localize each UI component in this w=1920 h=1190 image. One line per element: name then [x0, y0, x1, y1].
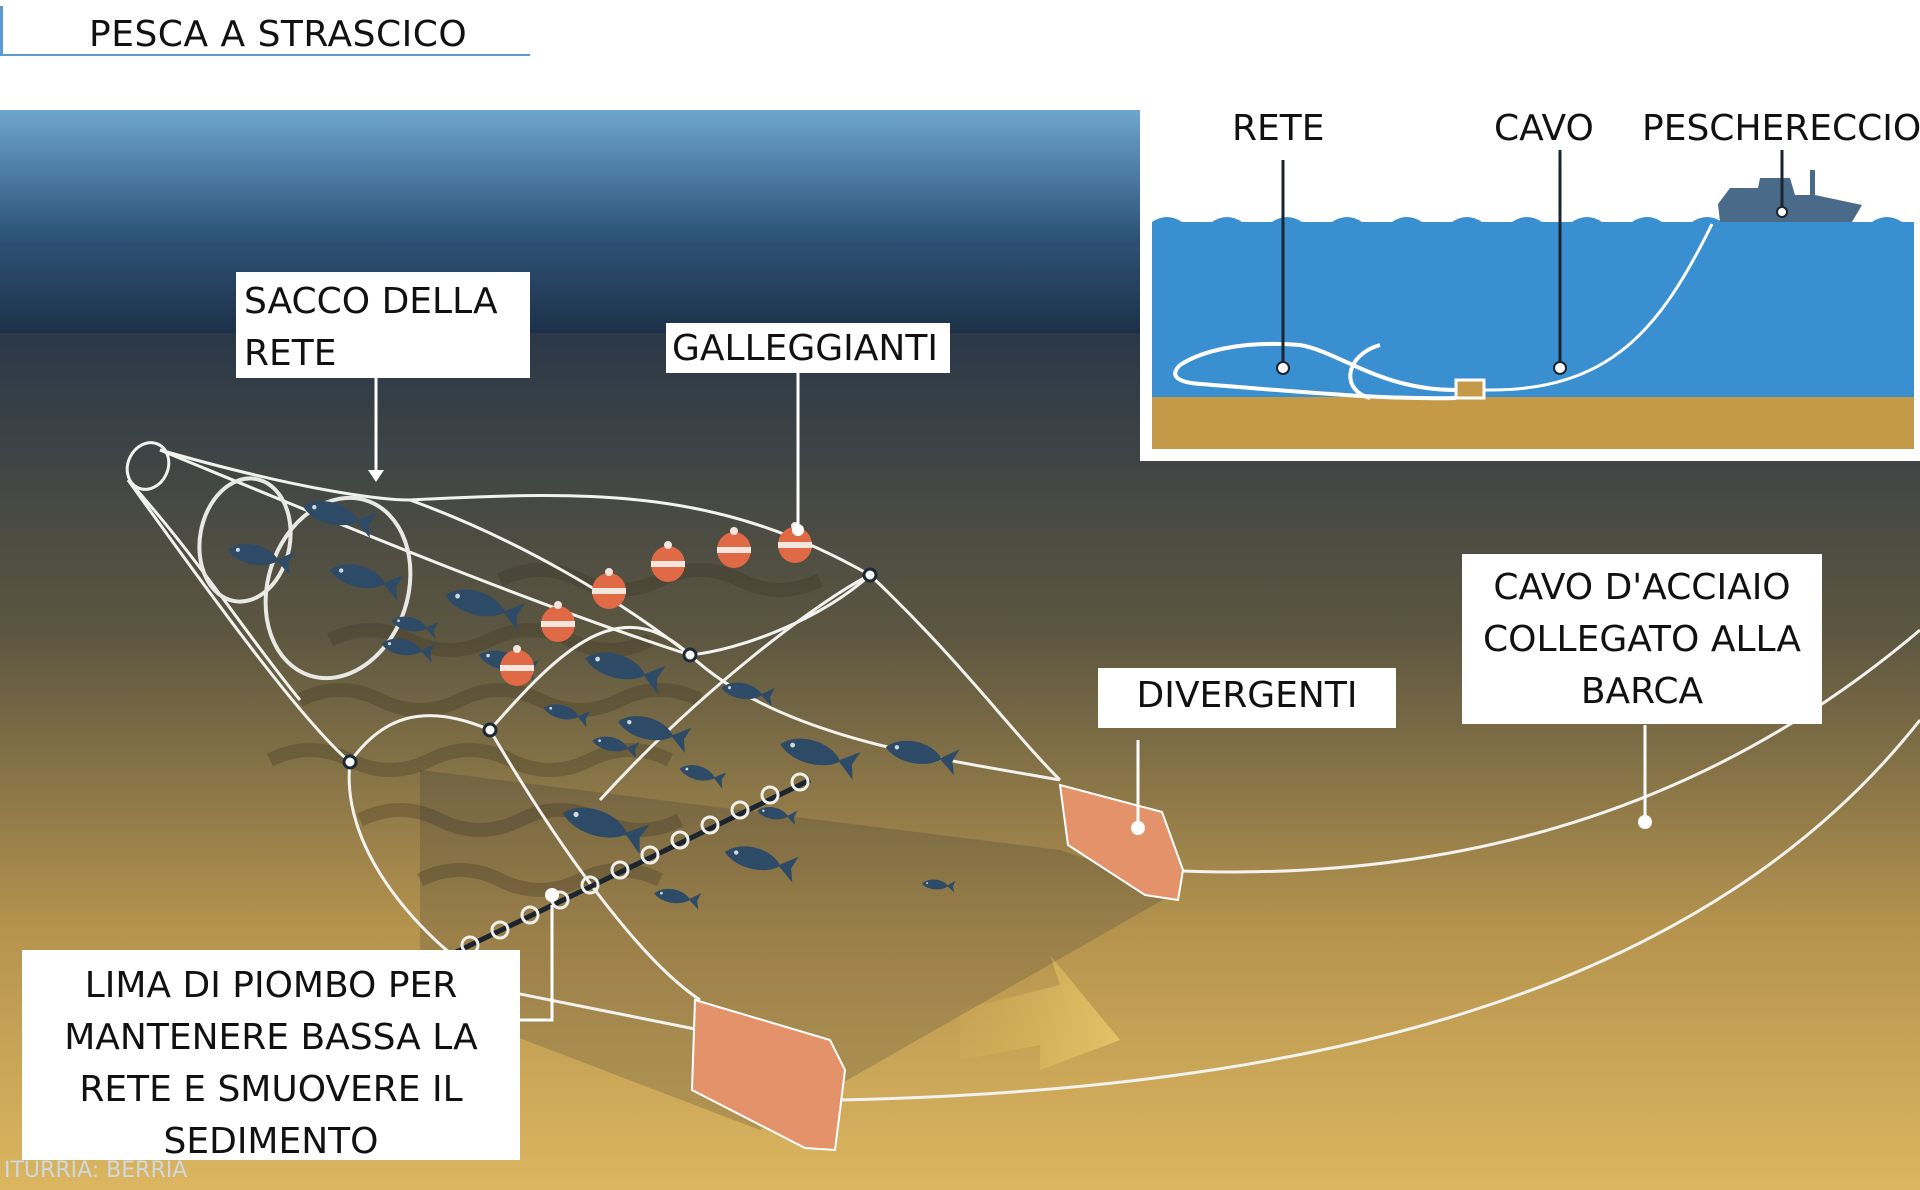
- net-shadow: [420, 770, 1180, 1130]
- inset-label-rete: RETE: [1232, 108, 1325, 149]
- page-title: PESCA A STRASCICO: [89, 14, 468, 55]
- lead-line: [448, 777, 812, 958]
- label-sacco-della-rete: SACCO DELLA RETE: [236, 272, 530, 378]
- net-rings: [197, 476, 413, 681]
- otter-board-upper: [1058, 783, 1185, 902]
- otter-board-lower: [690, 998, 847, 1152]
- leader-dots: [545, 524, 1652, 902]
- label-leaders: [374, 372, 1647, 1022]
- inset-boat-icon: [1718, 170, 1862, 222]
- net-knots: [342, 567, 878, 770]
- label-lima-di-piombo: LIMA DI PIOMBO PER MANTENERE BASSA LA RE…: [22, 950, 520, 1162]
- sacco-arrowhead: [368, 470, 384, 482]
- inset-label-peschereccio: PESCHERECCIO: [1642, 108, 1920, 149]
- label-cavo-acciaio: CAVO D'ACCIAIO COLLEGATO ALLA BARCA: [1462, 554, 1822, 724]
- direction-arrow: [960, 955, 1120, 1070]
- inset-label-cavo: CAVO: [1494, 108, 1594, 149]
- title-bar: PESCA A STRASCICO: [0, 6, 530, 56]
- label-galleggianti: GALLEGGIANTI: [666, 323, 950, 373]
- label-divergenti: DIVERGENTI: [1098, 668, 1396, 728]
- inset-diagram: [1140, 105, 1920, 461]
- credit-text: ITURRIA: BERRIA: [4, 1158, 188, 1183]
- sea-surface-area: [0, 110, 1143, 335]
